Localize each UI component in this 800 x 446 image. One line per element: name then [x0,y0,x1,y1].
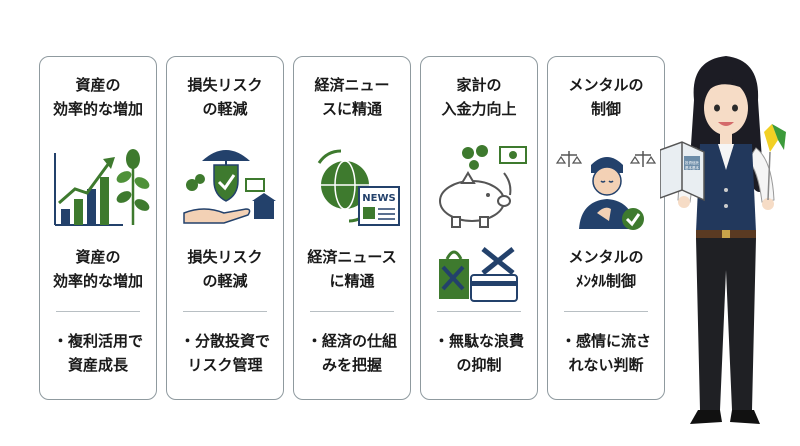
umbrella-shield-hand-icon [183,150,276,224]
globe-newspaper-icon: NEWS [317,149,400,226]
card-asset-growth: 資産の 効率的な増加 資産の 効率的な増加 ・複利活用で 資産成長 [39,56,157,400]
card-economic-news: 経済ニュー スに精通 NEWS 経済ニュース に精通 ・経済の仕組 みを把握 [293,56,411,400]
thinking-person-scale-icon [555,151,657,230]
card-risk-reduction: 損失リスク の軽減 損失リスク の軽減 ・分散投資で リスク管理 [166,56,284,400]
svg-text:NEWS: NEWS [362,193,395,204]
card-title: メンタルの 制御 [568,76,644,118]
card-subtitle: メンタルの ﾒﾝﾀﾙ制御 [568,248,644,290]
card-title: 経済ニュー スに精通 [314,76,390,118]
card-bullet: ・経済の仕組 みを把握 [306,332,397,374]
card-subtitle: 資産の 効率的な増加 [52,248,143,290]
card-title: 家計の 入金力向上 [441,76,517,118]
card-mental-control: メンタルの 制御 メンタルの ﾒﾝﾀﾙ制御 ・感情に流さ れない判断 [547,56,665,400]
book-label: 投資信託 [685,160,699,165]
card-bullet: ・分散投資で リスク管理 [179,332,270,374]
card-household-income: 家計の 入金力向上 ・無駄な浪費 の抑制 [420,56,538,400]
card-title: 損失リスク の軽減 [187,76,263,118]
card-divider [564,311,648,312]
card-divider [56,311,140,312]
card-bullet: ・無駄な浪費 の抑制 [433,332,524,374]
card-title: 資産の 効率的な増加 [52,76,143,118]
card-divider [310,311,394,312]
card-bullet: ・複利活用で 資産成長 [52,332,143,374]
piggy-bank-icon [439,145,527,228]
card-divider [183,311,267,312]
card-divider [437,311,521,312]
growth-chart-plant-icon [54,149,150,226]
svg-text:基本基本: 基本基本 [685,165,699,170]
card-bullet: ・感情に流さ れない判断 [560,332,651,374]
card-subtitle: 損失リスク の軽減 [187,248,263,290]
businesswoman-illustration: 投資信託 基本基本 [660,56,786,424]
shopping-bag-card-cross-icon [439,247,518,302]
card-subtitle: 経済ニュース に精通 [307,248,397,290]
